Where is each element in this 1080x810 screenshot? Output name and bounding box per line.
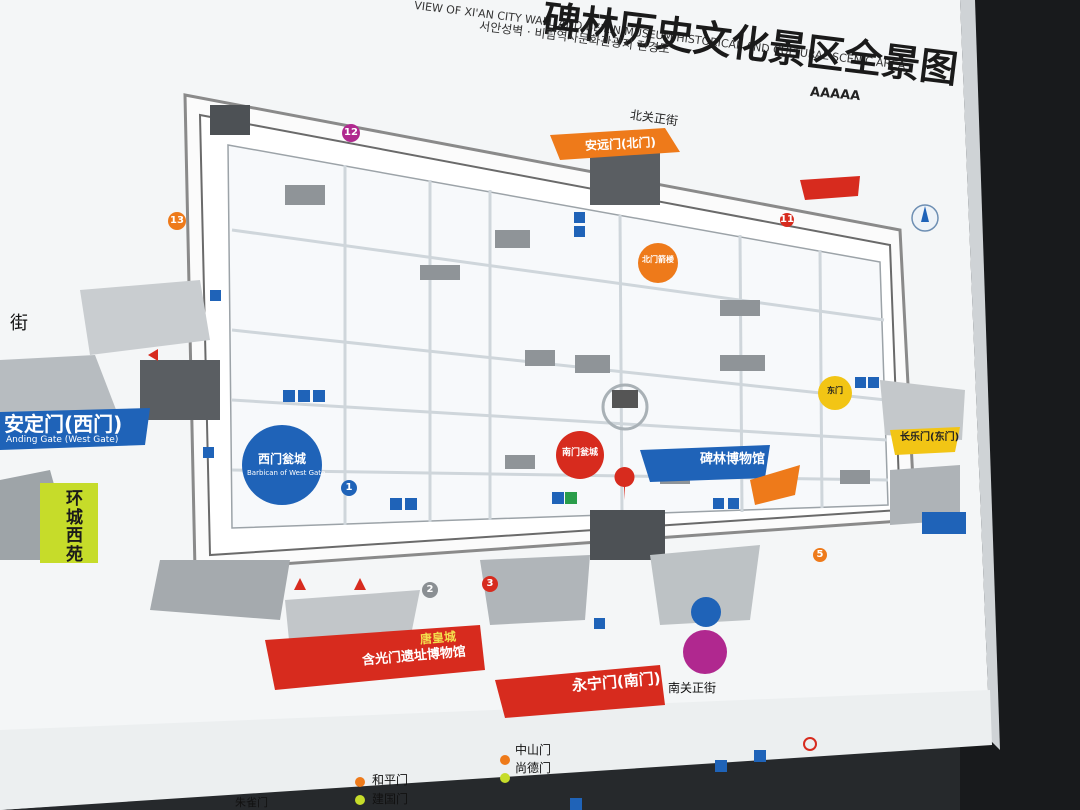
south-circle [556,431,604,479]
south-gate-banner [495,665,665,718]
facility-icons [203,212,879,810]
west-gate-label: 安定门(西门) [4,412,123,436]
south-street-label: 南关正街 [668,681,717,695]
west-culture-label-en: Barbican of West Gate [247,469,326,477]
city-map [0,93,965,650]
arrow-icons [148,349,366,590]
badge-2: 2 [426,584,434,595]
legend-zhuque: 朱雀门 [235,796,268,809]
tangcheng-label: 唐皇城 [419,629,457,647]
east-gate-label: 长乐门(东门) [900,432,960,443]
west-gate-label-en: Anding Gate (West Gate) [6,435,119,445]
west-gate-banner [0,408,150,450]
north-circle [638,243,678,283]
west-culture-label: 西门瓮城 [257,452,306,466]
east-gate-banner [890,427,960,455]
badge-1: 1 [345,482,353,493]
badge-13: 13 [170,215,184,226]
number-badges [168,124,827,598]
huancheng-xiyuan-label: 环城西苑 [66,489,83,566]
north-circle-label: 北门箭楼 [642,255,674,264]
hanguang-banner [265,625,485,690]
west-street-label: 街 [10,313,28,334]
legend-jianguo: 建国门 [372,792,409,806]
location-pin-icon [614,467,635,500]
legend-shangde: 尚德门 [515,761,552,775]
badge-3: 3 [486,578,494,589]
beilin-banner [640,445,770,482]
yellow-circle [818,376,852,410]
badge-5: 5 [816,549,824,560]
huancheng-xiyuan-box [40,483,98,563]
badge-12: 12 [344,127,358,138]
badge-11: 11 [780,214,794,225]
legend-band [0,690,992,810]
legend-zhongshan: 中山门 [515,743,552,757]
yellow-circle-label: 东门 [827,386,843,395]
west-culture-circle [242,425,322,505]
north-gate-label: 安远门(北门) [584,135,657,153]
legend-heping: 和平门 [372,773,409,787]
info-box [922,512,966,534]
beilin-label: 碑林博物馆 [700,452,766,467]
magenta-circle [683,630,727,674]
south-circle-label: 南门瓮城 [561,448,598,458]
north-gate-banner [550,128,680,160]
